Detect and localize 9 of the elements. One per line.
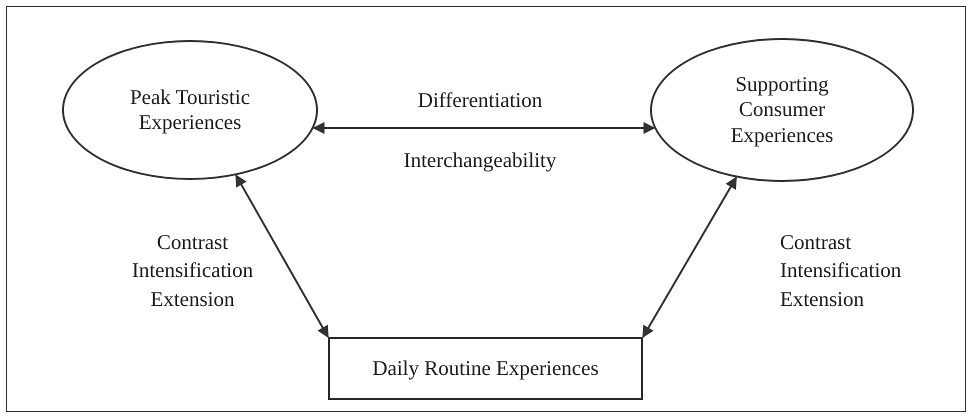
process-box: Daily Routine Experiences — [328, 337, 643, 400]
edge-label: Differentiation — [416, 87, 544, 114]
edge-label: Contrast Intensification Extension — [130, 229, 254, 313]
ellipse-node: Peak Touristic Experiences — [62, 40, 318, 180]
double-arrow — [642, 176, 738, 338]
ellipse-node: Supporting Consumer Experiences — [650, 38, 914, 182]
edge-label: Contrast Intensification Extension — [780, 229, 902, 313]
double-arrow — [235, 174, 329, 338]
relation-label: Interchangeability — [402, 147, 558, 174]
